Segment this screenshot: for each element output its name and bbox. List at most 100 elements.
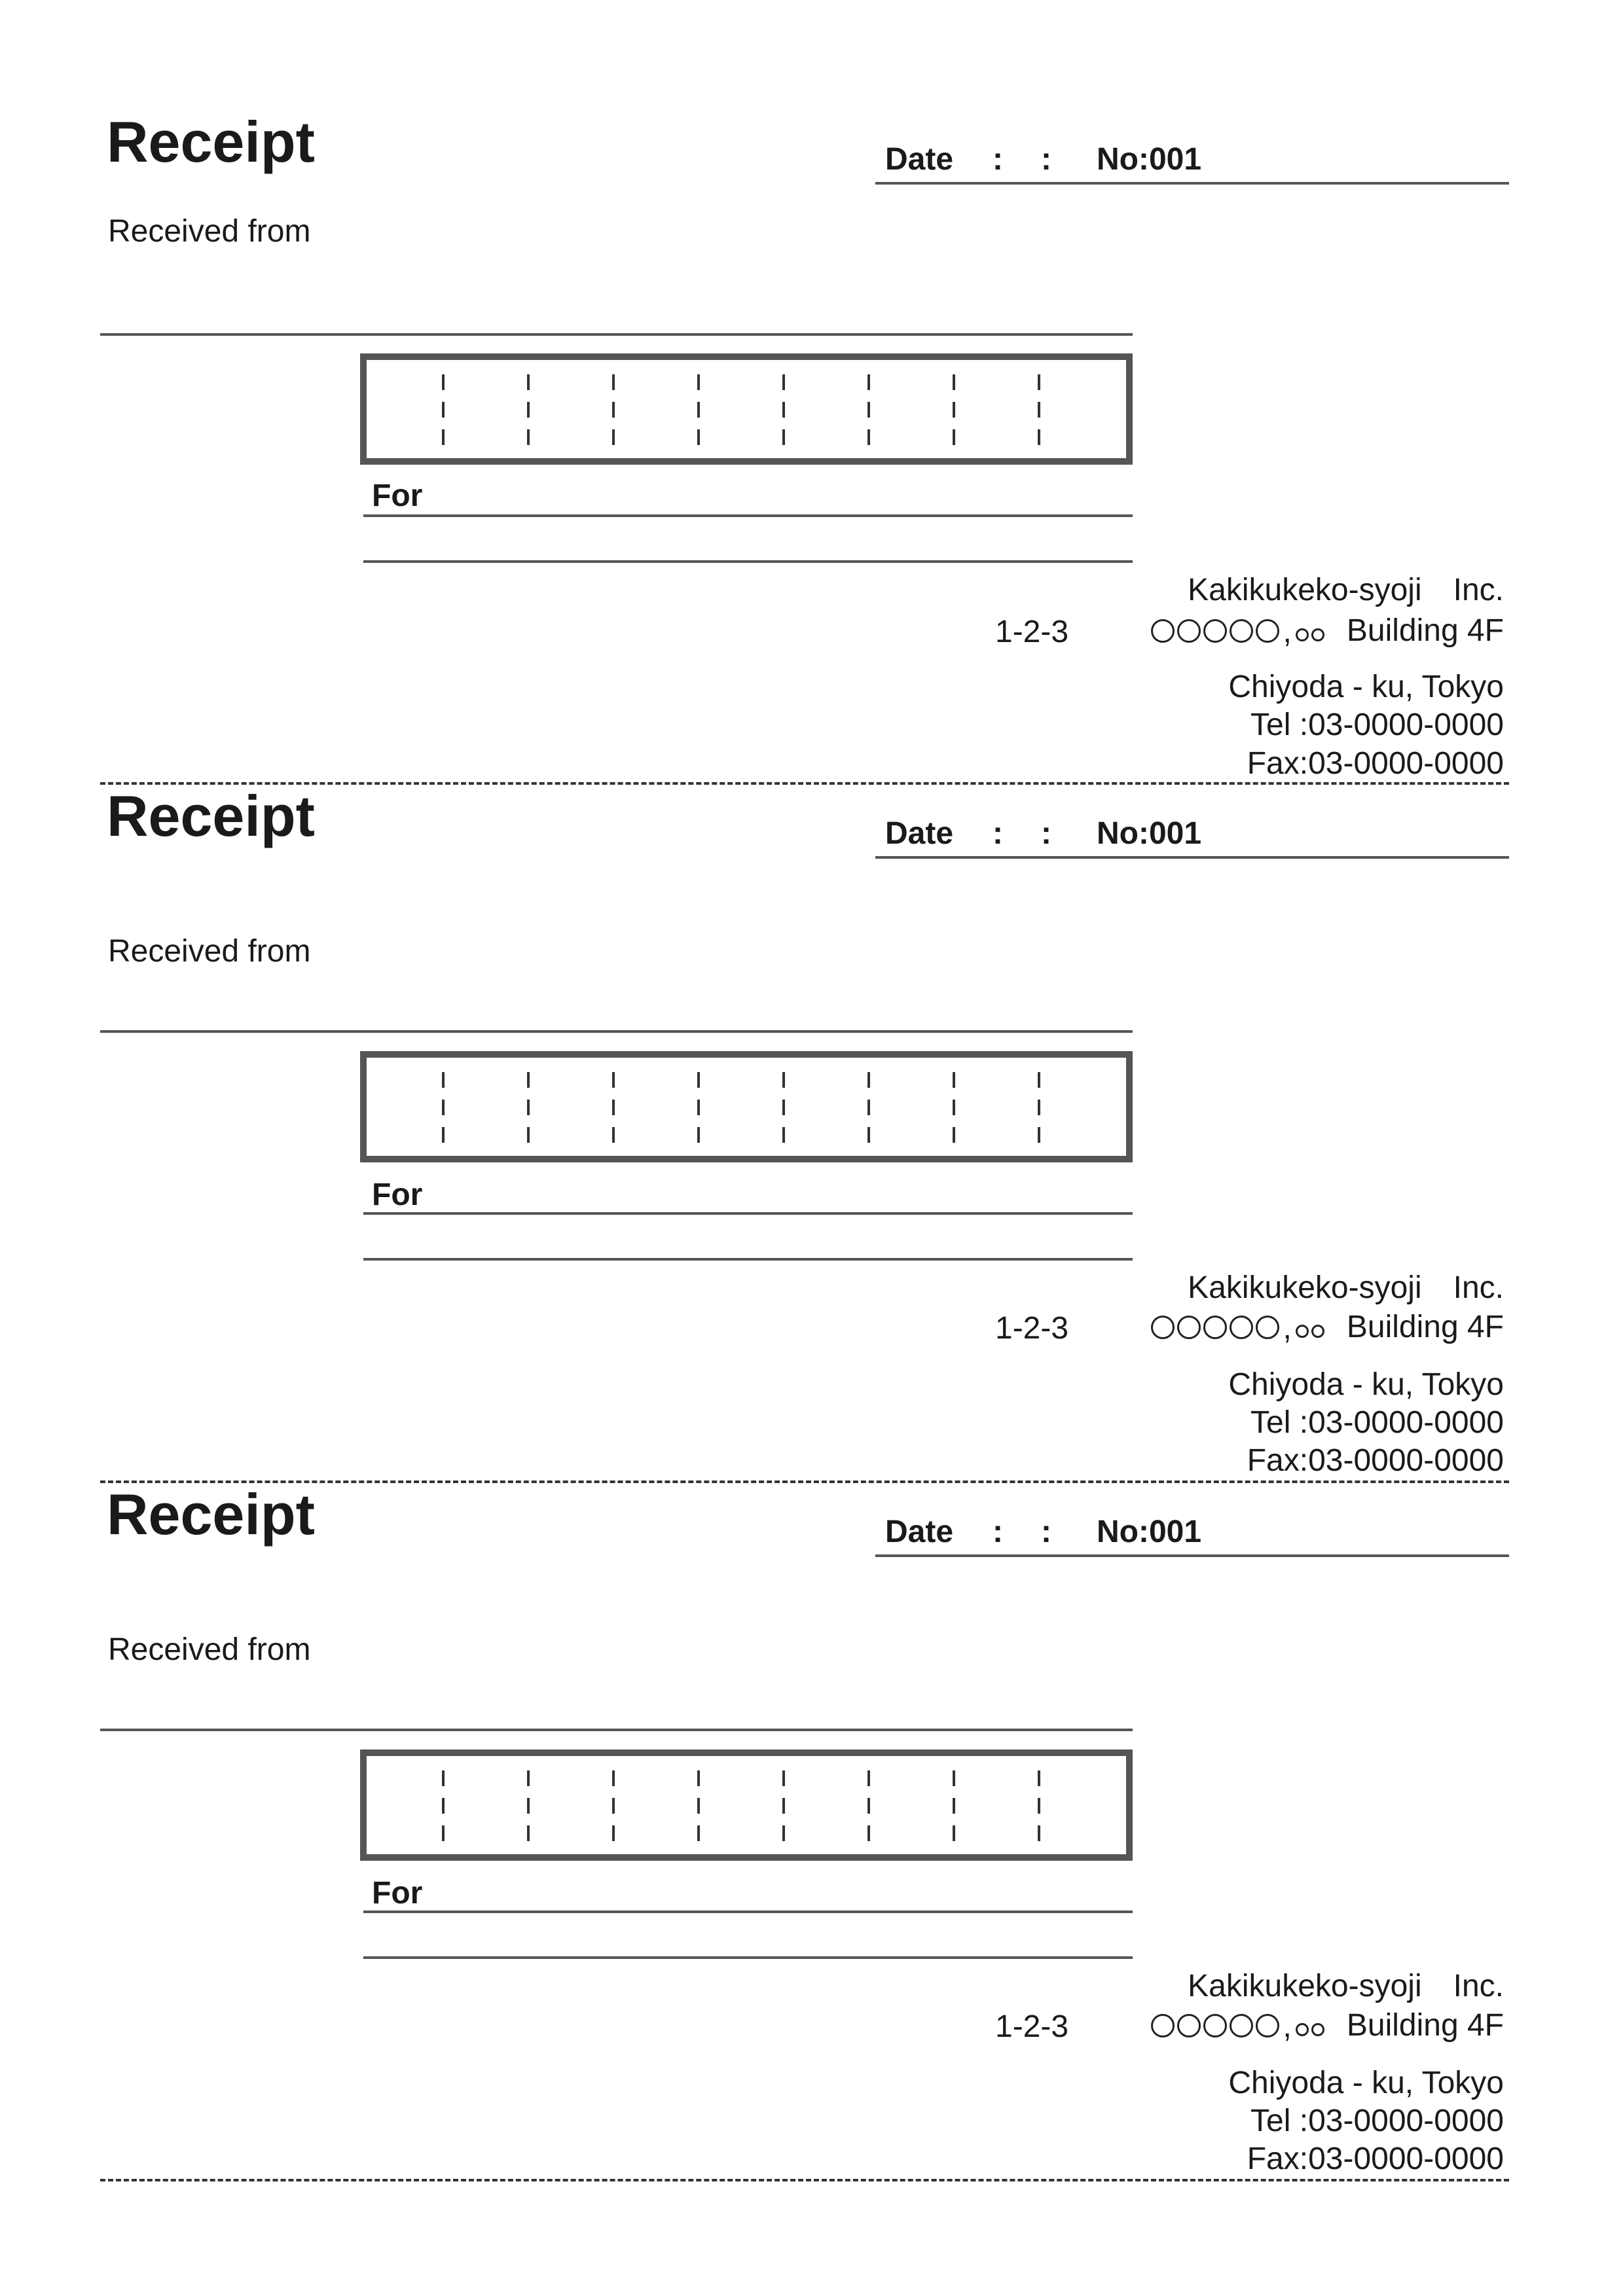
digit-separator-tick — [697, 1770, 700, 1786]
digit-separator-tick — [527, 1127, 530, 1143]
digit-separator-tick — [442, 1072, 445, 1088]
digit-separator-tick — [953, 402, 955, 418]
for-label: For — [372, 478, 423, 513]
digit-separator-tick — [953, 374, 955, 390]
receipt-number: No:001 — [1097, 1515, 1202, 1549]
placeholder-circles-icon: , — [1150, 615, 1324, 648]
digit-separator-tick — [442, 1100, 445, 1115]
digit-separator-tick — [612, 374, 615, 390]
digit-separator-tick — [867, 374, 870, 390]
digit-separator-tick — [1038, 1825, 1040, 1841]
tel: Tel :03-0000-0000 — [1250, 2104, 1504, 2138]
for-label: For — [372, 1876, 423, 1910]
digit-separator-tick — [442, 1127, 445, 1143]
digit-separator-tick — [1038, 374, 1040, 390]
payer-name-line[interactable] — [100, 333, 1133, 336]
digit-separator-tick — [953, 1770, 955, 1786]
payer-name-line[interactable] — [100, 1729, 1133, 1731]
digit-separator-tick — [953, 1798, 955, 1814]
amount-box[interactable] — [360, 1749, 1133, 1861]
date-label: Date — [885, 816, 954, 851]
received-from-label: Received from — [108, 934, 311, 969]
tel: Tel :03-0000-0000 — [1250, 1405, 1504, 1440]
digit-separator-tick — [867, 1127, 870, 1143]
digit-separator-tick — [697, 1825, 700, 1841]
building-name: Building 4F — [1346, 2008, 1504, 2043]
building-name: Building 4F — [1346, 613, 1504, 648]
city: Chiyoda - ku, Tokyo — [1228, 670, 1504, 704]
digit-separator-tick — [442, 402, 445, 418]
digit-separator-tick — [1038, 402, 1040, 418]
for-line[interactable] — [363, 514, 1133, 517]
date-separator: : — [993, 1515, 1003, 1549]
address-number: 1-2-3 — [995, 615, 1069, 649]
address-line: , Building 4F — [1150, 1312, 1504, 1344]
digit-separator-tick — [867, 1825, 870, 1841]
for-line-2[interactable] — [363, 1956, 1133, 1959]
date-separator: : — [1041, 1515, 1051, 1549]
for-line-2[interactable] — [363, 1258, 1133, 1261]
digit-separator-tick — [442, 1798, 445, 1814]
digit-separator-tick — [527, 429, 530, 445]
digit-separator-tick — [867, 429, 870, 445]
address-number: 1-2-3 — [995, 2009, 1069, 2044]
receipt-title: Receipt — [107, 783, 315, 848]
digit-separator-tick — [612, 1127, 615, 1143]
received-from-label: Received from — [108, 214, 311, 249]
cut-line — [100, 1480, 1509, 1483]
city: Chiyoda - ku, Tokyo — [1228, 1367, 1504, 1402]
digit-separator-tick — [527, 1100, 530, 1115]
digit-separator-tick — [782, 1072, 785, 1088]
digit-separator-tick — [527, 374, 530, 390]
city: Chiyoda - ku, Tokyo — [1228, 2066, 1504, 2100]
digit-separator-tick — [527, 1770, 530, 1786]
receipt-3: Receipt Date : : No:001 Received from Fo… — [0, 1372, 1623, 2175]
digit-separator-tick — [867, 1072, 870, 1088]
digit-separator-tick — [697, 1100, 700, 1115]
digit-separator-tick — [782, 374, 785, 390]
digit-separator-tick — [867, 402, 870, 418]
receipt-number: No:001 — [1097, 816, 1202, 851]
digit-separator-tick — [442, 429, 445, 445]
digit-separator-tick — [697, 1127, 700, 1143]
for-line[interactable] — [363, 1212, 1133, 1215]
company-name: Kakikukeko-syoji Inc. — [1188, 1969, 1504, 2003]
receipt-title: Receipt — [107, 1482, 315, 1547]
digit-separator-tick — [697, 1798, 700, 1814]
digit-separator-tick — [697, 1072, 700, 1088]
digit-separator-tick — [782, 1100, 785, 1115]
digit-separator-tick — [527, 1825, 530, 1841]
digit-separator-tick — [612, 402, 615, 418]
digit-separator-tick — [1038, 1100, 1040, 1115]
for-line[interactable] — [363, 1910, 1133, 1913]
tel: Tel :03-0000-0000 — [1250, 708, 1504, 742]
digit-separator-tick — [527, 1798, 530, 1814]
digit-separator-tick — [867, 1100, 870, 1115]
received-from-label: Received from — [108, 1632, 311, 1667]
date-separator: : — [993, 142, 1003, 177]
digit-separator-tick — [1038, 429, 1040, 445]
payer-name-line[interactable] — [100, 1030, 1133, 1033]
digit-separator-tick — [953, 1072, 955, 1088]
for-label: For — [372, 1177, 423, 1212]
for-line-2[interactable] — [363, 560, 1133, 563]
digit-separator-tick — [612, 429, 615, 445]
company-name: Kakikukeko-syoji Inc. — [1188, 1270, 1504, 1305]
amount-box[interactable] — [360, 353, 1133, 465]
receipt-title: Receipt — [107, 109, 315, 174]
amount-box[interactable] — [360, 1051, 1133, 1162]
address-number: 1-2-3 — [995, 1311, 1069, 1346]
digit-separator-tick — [782, 1798, 785, 1814]
date-separator: : — [1041, 816, 1051, 851]
digit-separator-tick — [527, 402, 530, 418]
address-line: , Building 4F — [1150, 2008, 1504, 2043]
digit-separator-tick — [953, 1100, 955, 1115]
date-separator: : — [1041, 142, 1051, 177]
placeholder-circles-icon: , — [1150, 2010, 1324, 2043]
digit-separator-tick — [782, 429, 785, 445]
digit-separator-tick — [1038, 1798, 1040, 1814]
digit-separator-tick — [612, 1072, 615, 1088]
date-underline — [875, 856, 1509, 859]
digit-separator-tick — [782, 1825, 785, 1841]
fax: Fax:03-0000-0000 — [1247, 2142, 1504, 2176]
